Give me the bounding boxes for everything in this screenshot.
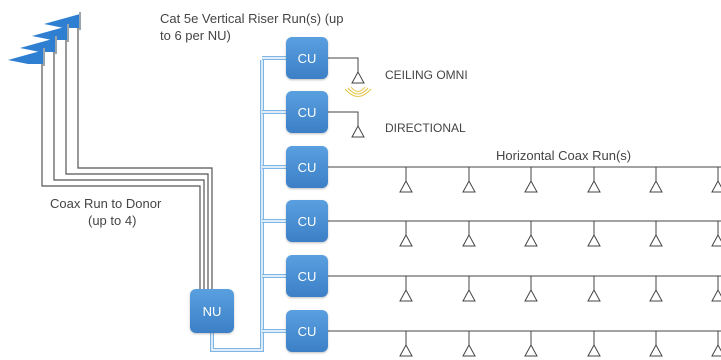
donor-label-line1: Coax Run to Donor: [50, 196, 162, 211]
donor-label-line2: (up to 4): [88, 213, 137, 228]
ceiling-antenna-icon: [524, 343, 538, 357]
network-unit-box: NU: [190, 289, 234, 333]
directional-antenna-icon: [351, 124, 365, 138]
ceiling-antenna-icon: [711, 233, 721, 247]
ceiling-omni-label: CEILING OMNI: [385, 68, 468, 82]
ceiling-antenna-icon: [399, 179, 413, 193]
ceiling-antenna-icon: [711, 288, 721, 302]
ceiling-antenna-icon: [649, 288, 663, 302]
ceiling-antenna-icon: [587, 288, 601, 302]
coverage-unit-box: CU: [286, 310, 328, 352]
signal-wave-icon: [347, 87, 369, 95]
ceiling-antenna-icon: [711, 179, 721, 193]
coverage-unit-box: CU: [286, 146, 328, 188]
ceiling-antenna-icon: [399, 233, 413, 247]
directional-feed: [328, 111, 359, 126]
ceiling-omni-antenna-icon: [351, 70, 365, 84]
ceiling-antenna-icon: [587, 233, 601, 247]
signal-wave-icon: [350, 86, 366, 92]
donor-antenna-flag-icon: [20, 38, 56, 52]
ceiling-antenna-icon: [399, 343, 413, 357]
donor-antenna-flag-icon: [32, 26, 68, 40]
donor-coax-run: [77, 20, 213, 289]
ceiling-antenna-icon: [399, 288, 413, 302]
donor-antenna-flag-icon: [8, 50, 44, 64]
coverage-unit-box: CU: [286, 91, 328, 133]
riser-bus-inner: [211, 60, 263, 351]
ceiling-omni-feed: [328, 57, 359, 72]
riser-label-line2: to 6 per NU): [160, 28, 231, 43]
horizontal-coax-label: Horizontal Coax Run(s): [496, 148, 632, 163]
ceiling-antenna-icon: [524, 288, 538, 302]
coverage-unit-box: CU: [286, 200, 328, 242]
signal-wave-icon: [344, 88, 372, 97]
ceiling-antenna-icon: [462, 179, 476, 193]
donor-coax-run: [65, 32, 209, 289]
donor-antenna-flag-icon: [44, 14, 80, 28]
ceiling-antenna-icon: [649, 179, 663, 193]
donor-coax-run: [53, 44, 205, 289]
ceiling-antenna-icon: [462, 288, 476, 302]
ceiling-antenna-icon: [587, 179, 601, 193]
donor-coax-run: [41, 56, 201, 289]
ceiling-antenna-icon: [649, 343, 663, 357]
riser-label-line1: Cat 5e Vertical Riser Run(s) (up: [160, 11, 344, 26]
ceiling-antenna-icon: [649, 233, 663, 247]
coverage-unit-box: CU: [286, 255, 328, 297]
ceiling-antenna-icon: [462, 343, 476, 357]
ceiling-antenna-icon: [524, 179, 538, 193]
ceiling-antenna-icon: [462, 233, 476, 247]
ceiling-antenna-icon: [524, 233, 538, 247]
coverage-unit-box: CU: [286, 37, 328, 79]
ceiling-antenna-icon: [711, 343, 721, 357]
directional-label: DIRECTIONAL: [385, 121, 466, 135]
ceiling-antenna-icon: [587, 343, 601, 357]
